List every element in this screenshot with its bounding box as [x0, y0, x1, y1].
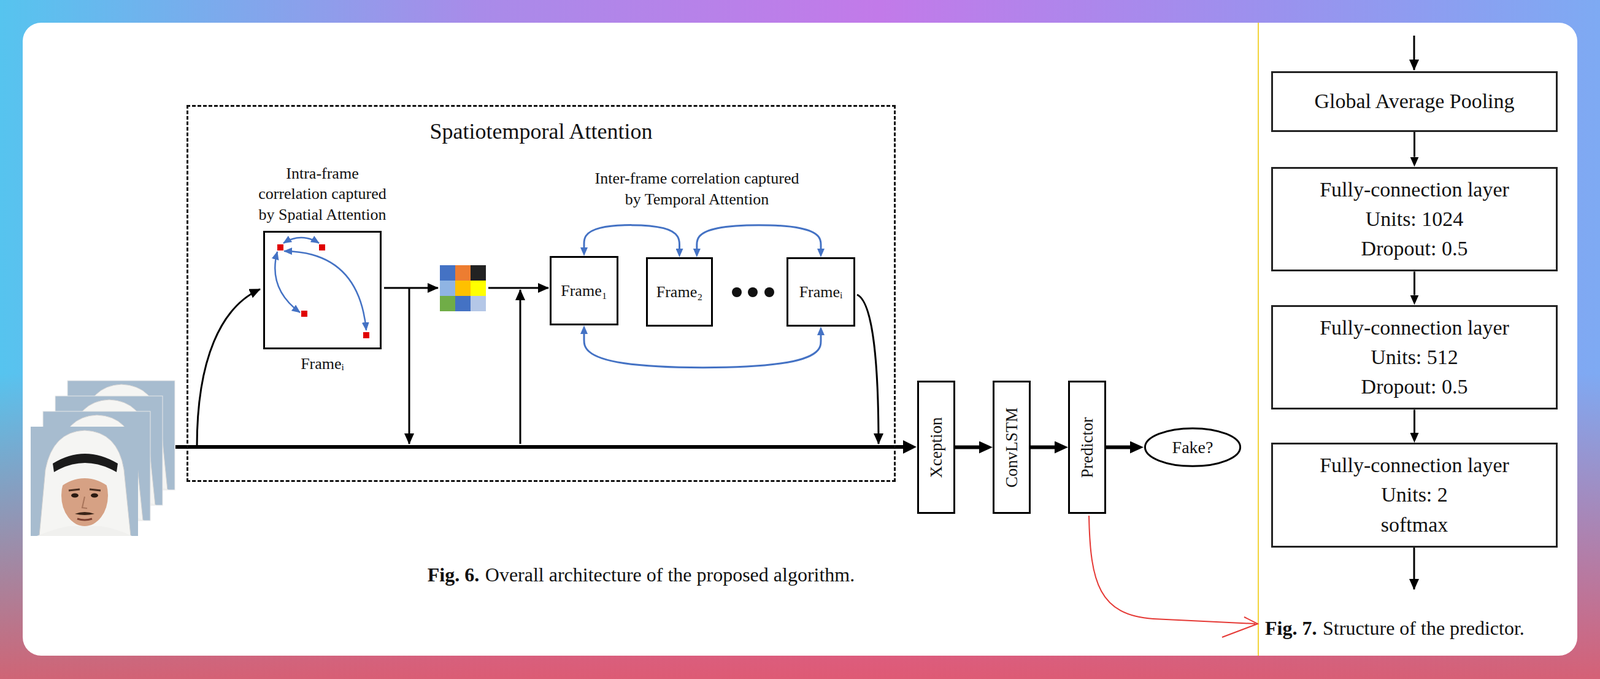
layer-title: Fully-connection layer: [1319, 174, 1510, 205]
map-cell: [439, 280, 456, 296]
attention-arrow: [584, 333, 821, 368]
flow-arrow: [1413, 409, 1416, 433]
divider-line: [1257, 22, 1259, 656]
flow-arrow: [1030, 445, 1055, 450]
arrow-head: [903, 439, 917, 454]
flow-arrow: [1106, 445, 1131, 450]
layer-param: Dropout: 0.5: [1361, 371, 1469, 402]
map-cell: [470, 265, 486, 281]
figure-caption: Overall architecture of the proposed alg…: [485, 563, 855, 586]
layer-param: Units: 1024: [1365, 204, 1464, 234]
flow-arrow: [857, 294, 879, 444]
frame-label: Frame₁: [560, 281, 608, 300]
layer-box: Global Average Pooling: [1271, 71, 1558, 132]
ellipsis-dot: [731, 287, 742, 297]
layer-box: Fully-connection layerUnits: 2softmax: [1271, 442, 1558, 548]
map-cell: [455, 280, 471, 296]
module-label: Xception: [926, 416, 947, 478]
figure-caption: Structure of the predictor.: [1322, 616, 1525, 639]
module-label: ConvLSTM: [1002, 406, 1022, 488]
main-flow-line: [175, 444, 905, 449]
attention-arrow: [696, 225, 821, 249]
annotation-arrow-head: [1222, 616, 1258, 637]
frame-box: Frame₁: [549, 255, 619, 326]
layer-param: softmax: [1380, 509, 1449, 540]
label-group: Fig. 6.Overall architecture of the propo…: [427, 563, 855, 586]
output-label: Fake?: [1172, 437, 1214, 458]
layer-box: Fully-connection layerUnits: 1024Dropout…: [1271, 166, 1558, 272]
attention-point: [363, 331, 370, 339]
annotation-label: Intra-frame correlation captured by Spat…: [253, 163, 392, 226]
attention-arrow: [283, 237, 320, 243]
module-box: ConvLSTM: [992, 380, 1031, 514]
map-cell: [455, 295, 471, 312]
flow-arrow: [1413, 546, 1416, 589]
module-label: Predictor: [1077, 416, 1097, 478]
figure-number: Fig. 7.: [1265, 616, 1317, 639]
figure-number: Fig. 6.: [427, 563, 480, 586]
map-cell: [470, 280, 486, 296]
spatial-frame: Intra-frame correlation captured by Spat…: [263, 230, 382, 350]
flow-arrow: [384, 287, 439, 289]
spatial-attention-illustration: [274, 237, 370, 339]
attention-arrow: [274, 251, 300, 313]
label-group: Fig. 7.Structure of the predictor.: [1265, 616, 1525, 640]
attention-map: [439, 265, 486, 312]
face-frame: [30, 426, 139, 536]
attention-point: [319, 244, 326, 251]
attention-point: [277, 244, 284, 251]
ellipse-shape: [1144, 428, 1240, 467]
map-cell: [439, 295, 456, 312]
map-cell: [455, 265, 471, 281]
flow-arrow: [1413, 271, 1416, 295]
frame-box: Frame₂: [646, 257, 713, 327]
input-frames: [30, 380, 175, 536]
flow-arrow: [196, 288, 261, 447]
layer-param: Dropout: 0.5: [1361, 233, 1469, 264]
region-title: Spatiotemporal Attention: [188, 119, 894, 145]
attention-arrow: [284, 250, 367, 331]
flow-arrow: [519, 289, 522, 444]
layer-title: Fully-connection layer: [1319, 312, 1510, 343]
attention-region: Spatiotemporal AttentionIntra-frame corr…: [186, 104, 896, 482]
output-ellipse: Fake?: [1143, 426, 1242, 468]
flow-arrow: [1413, 35, 1416, 70]
frame-box: Frameᵢ: [786, 257, 856, 327]
map-cell: [439, 265, 456, 281]
ellipsis-dot: [747, 287, 758, 297]
layer-param: Units: 512: [1370, 342, 1459, 372]
label-group: Inter-frame correlation captured by Temp…: [589, 168, 805, 210]
white-panel: [22, 22, 1578, 656]
attention-arrow: [584, 225, 680, 249]
layer-title: Fully-connection layer: [1319, 450, 1510, 480]
layer-title: Global Average Pooling: [1314, 86, 1515, 116]
frame-label: Frameᵢ: [799, 282, 843, 302]
module-box: Xception: [917, 380, 956, 514]
annotation-label: Inter-frame correlation captured by Temp…: [595, 169, 800, 208]
layer-box: Fully-connection layerUnits: 512Dropout:…: [1271, 304, 1558, 410]
flow-arrow: [488, 287, 549, 289]
flow-arrow: [955, 445, 980, 450]
flow-arrow: [1413, 131, 1416, 158]
flow-arrow: [408, 287, 411, 444]
frame-label: Frame₂: [656, 282, 704, 302]
map-cell: [470, 295, 486, 312]
frame-label: Frameᵢ: [300, 354, 345, 374]
ellipsis-dot: [764, 287, 775, 297]
module-box: Predictor: [1068, 380, 1107, 514]
annotation-line: [1088, 515, 1256, 624]
attention-point: [301, 310, 308, 317]
layer-param: Units: 2: [1380, 479, 1448, 510]
